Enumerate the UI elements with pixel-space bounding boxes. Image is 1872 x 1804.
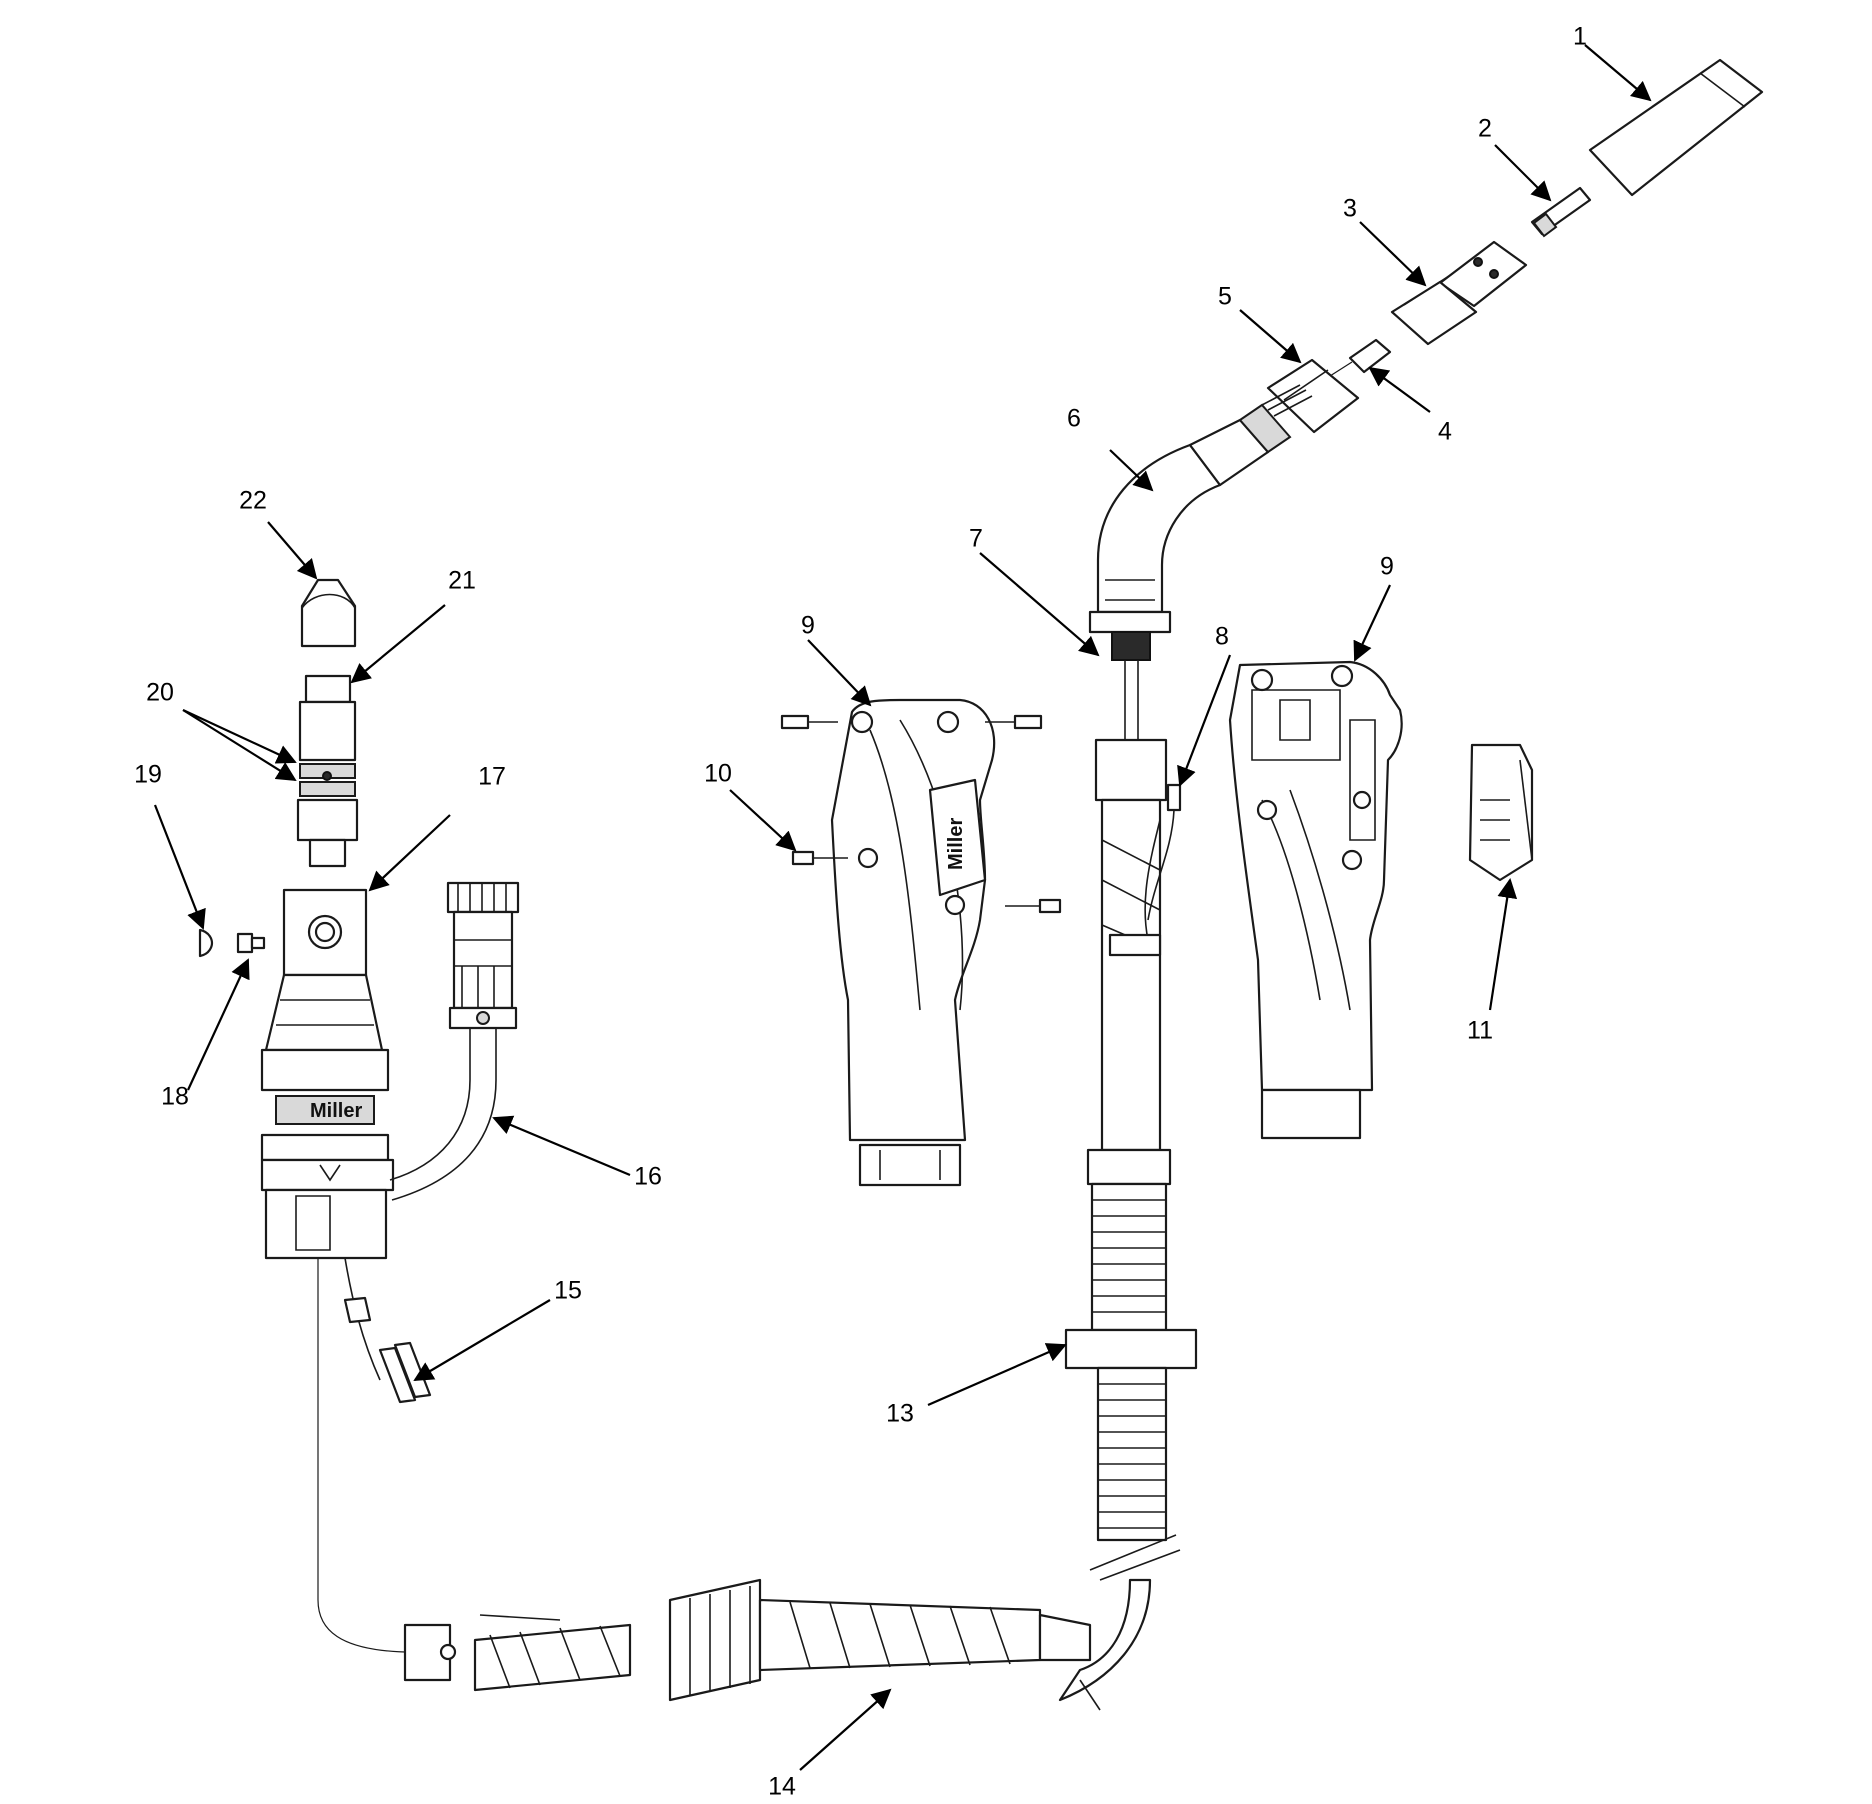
callout-21: 21 bbox=[448, 567, 476, 595]
handle-half-left-part-9: Miller bbox=[830, 698, 996, 1187]
callout-9-left: 9 bbox=[801, 612, 815, 640]
callout-19: 19 bbox=[134, 761, 162, 789]
strain-relief-part-14 bbox=[668, 1578, 1101, 1711]
head-body-part-5 bbox=[1266, 358, 1360, 434]
leader-lines bbox=[153, 44, 1652, 1771]
connector-body-part-17: Miller bbox=[260, 888, 395, 1260]
callout-11: 11 bbox=[1467, 1017, 1493, 1045]
cap-part-22 bbox=[300, 578, 357, 648]
cable-connector-end bbox=[317, 1230, 632, 1692]
control-plug-part-16 bbox=[389, 881, 520, 1201]
callout-6: 6 bbox=[1067, 405, 1081, 433]
callout-4: 4 bbox=[1438, 418, 1452, 446]
callout-15: 15 bbox=[554, 1277, 582, 1305]
power-pin-part-21 bbox=[296, 674, 359, 868]
callout-22: 22 bbox=[239, 487, 267, 515]
callout-labels: 1 2 3 4 5 6 7 8 9 9 10 11 13 14 15 16 17… bbox=[134, 23, 1587, 1801]
callout-1: 1 bbox=[1573, 23, 1587, 51]
callout-13: 13 bbox=[886, 1400, 914, 1428]
callout-3: 3 bbox=[1343, 195, 1357, 223]
handle-logo-text: Miller bbox=[945, 818, 967, 870]
wire-leads-part-15 bbox=[343, 1257, 432, 1404]
tip-adapter-part-3 bbox=[1390, 240, 1528, 346]
callout-17: 17 bbox=[478, 763, 506, 791]
callout-16: 16 bbox=[634, 1163, 662, 1191]
nozzle-part-1 bbox=[1588, 58, 1764, 197]
callout-14: 14 bbox=[768, 1773, 796, 1801]
insulator-part-4 bbox=[1348, 338, 1392, 374]
cable-assembly bbox=[1058, 738, 1198, 1702]
callout-8: 8 bbox=[1215, 623, 1229, 651]
connector-logo-text: Miller bbox=[310, 1100, 362, 1122]
callout-2: 2 bbox=[1478, 115, 1492, 143]
callout-10: 10 bbox=[704, 760, 732, 788]
screws-part-10 bbox=[780, 714, 1062, 914]
plug-part-19 bbox=[198, 928, 214, 958]
callout-18: 18 bbox=[161, 1083, 189, 1111]
trigger-part-11 bbox=[1468, 743, 1534, 882]
handle-half-right-part-9 bbox=[1228, 660, 1403, 1140]
contact-tip-part-2 bbox=[1530, 186, 1592, 238]
callout-5: 5 bbox=[1218, 283, 1232, 311]
screw-part-18 bbox=[236, 932, 266, 954]
trigger-wire-part-8 bbox=[1147, 783, 1182, 921]
callout-20: 20 bbox=[146, 679, 174, 707]
neck-nut-part-7 bbox=[1088, 610, 1172, 740]
gooseneck-part-6 bbox=[1096, 384, 1313, 614]
callout-7: 7 bbox=[969, 525, 983, 553]
callout-9-right: 9 bbox=[1380, 553, 1394, 581]
